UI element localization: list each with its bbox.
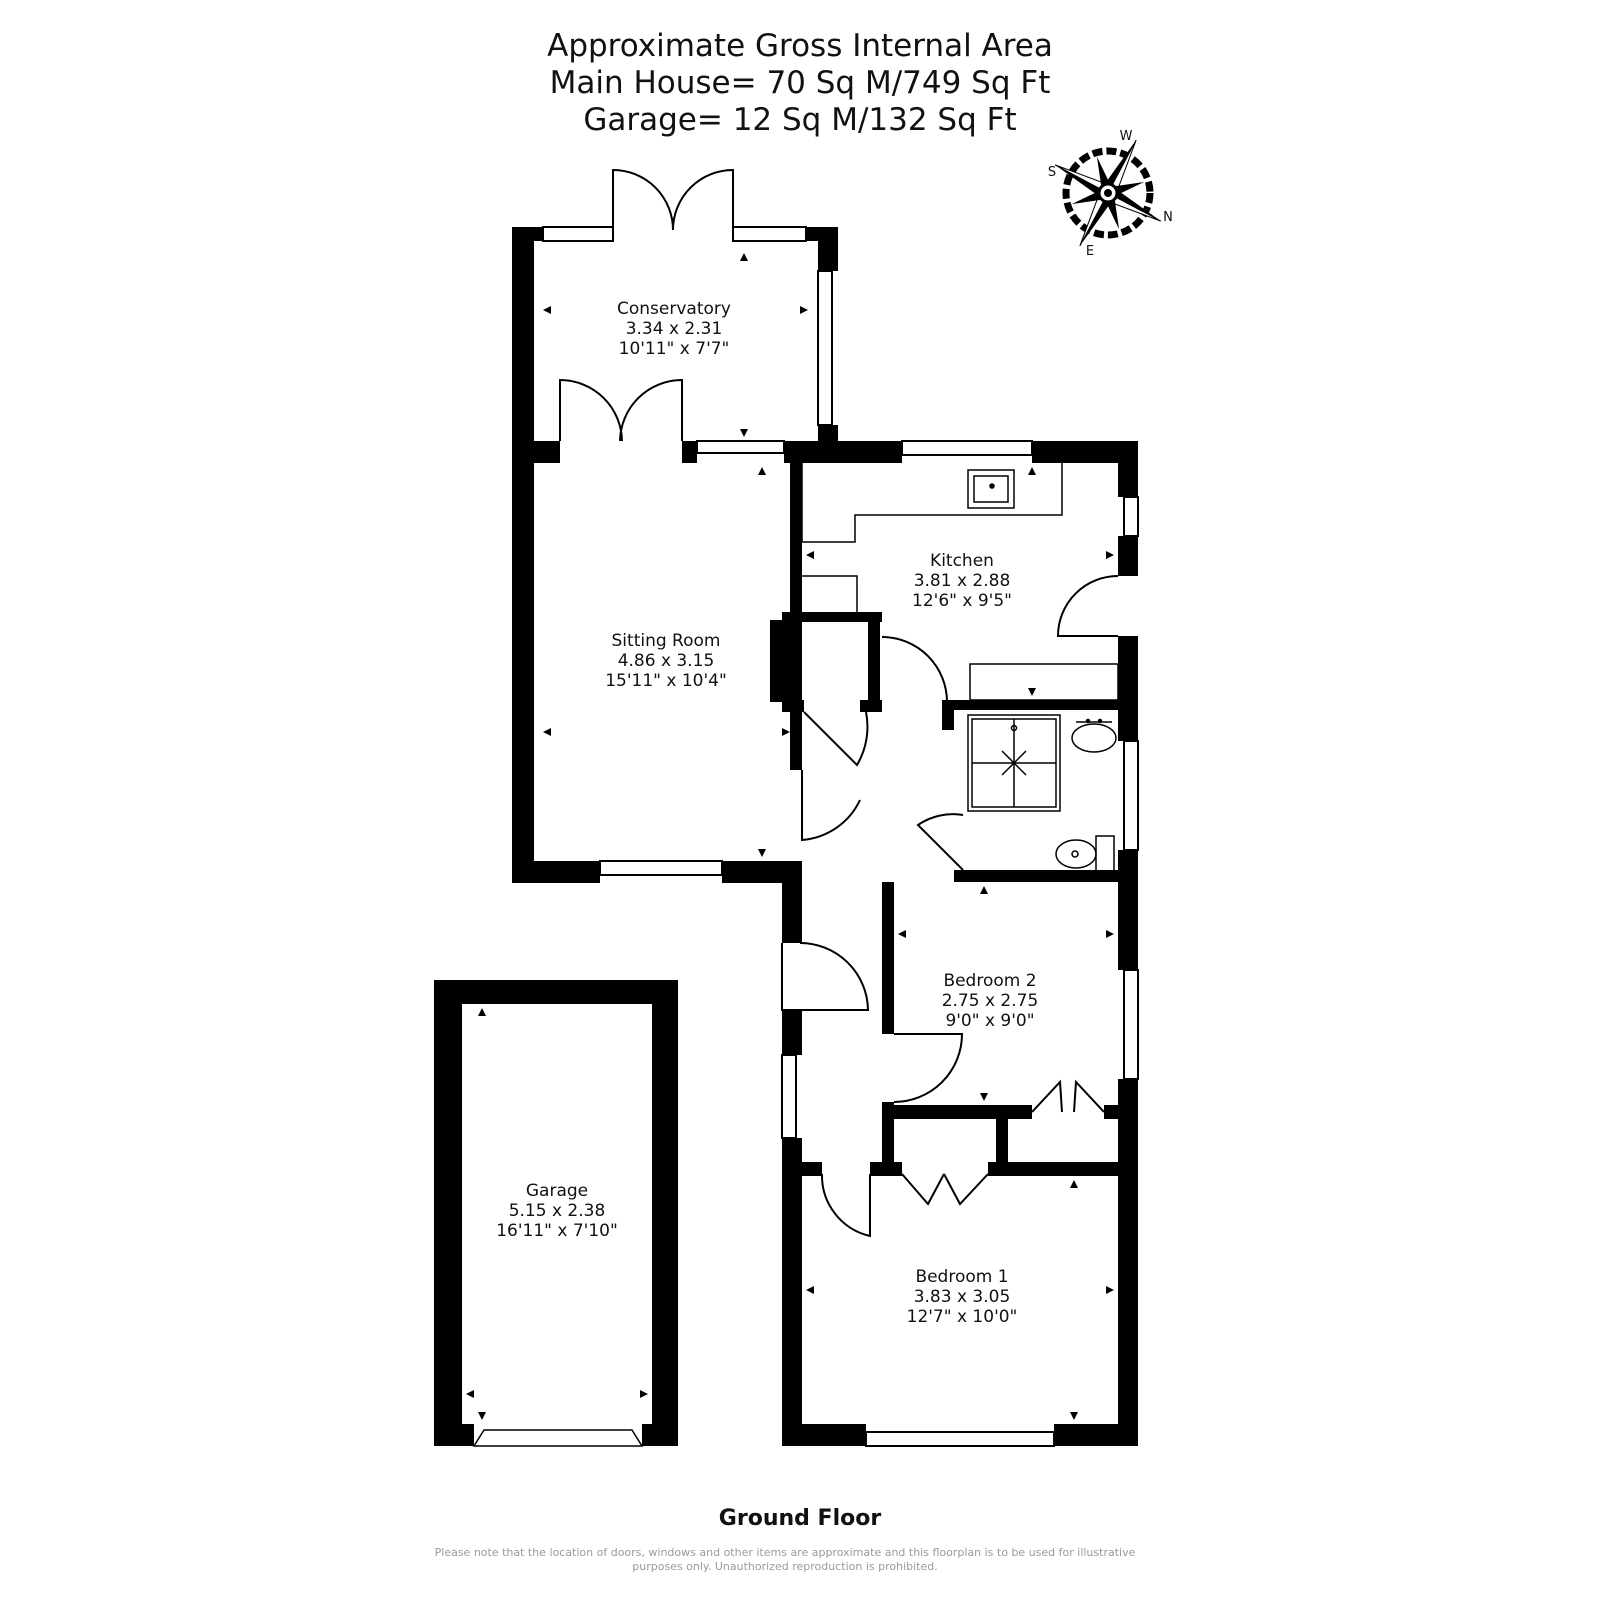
- door-swing: [943, 1173, 989, 1206]
- window: [599, 860, 723, 876]
- disclaimer: Please note that the location of doors, …: [420, 1546, 1150, 1574]
- door-swing: [901, 1173, 945, 1206]
- disclaimer-line-2: purposes only. Unauthorized reproduction…: [632, 1560, 938, 1573]
- window: [865, 1431, 1055, 1447]
- door-swing: [781, 942, 870, 1011]
- conservatory-label: Conservatory 3.34 x 2.31 10'11" x 7'7": [617, 299, 731, 359]
- room-metric: 3.81 x 2.88: [914, 571, 1011, 591]
- door-swing: [1031, 1079, 1063, 1113]
- room-imperial: 10'11" x 7'7": [619, 339, 730, 359]
- door-swing: [820, 1173, 871, 1238]
- compass-west-label: W: [1120, 129, 1133, 144]
- window: [542, 226, 614, 242]
- kitchen-label: Kitchen 3.81 x 2.88 12'6" x 9'5": [912, 551, 1012, 611]
- window: [696, 440, 785, 454]
- compass-rose-icon: [1054, 139, 1162, 247]
- bathroom-fixtures: [967, 714, 1117, 873]
- room-metric: 3.34 x 2.31: [626, 319, 723, 339]
- door-swing: [801, 770, 861, 842]
- door-swing: [559, 378, 623, 442]
- kitchen-counter: [969, 663, 1119, 701]
- door-swing: [672, 168, 734, 241]
- window: [901, 440, 1033, 456]
- bedroom-2-label: Bedroom 2 2.75 x 2.75 9'0" x 9'0": [942, 971, 1039, 1031]
- windows: [542, 226, 1139, 1447]
- compass-south-label: S: [1048, 165, 1056, 180]
- floor-label: Ground Floor: [718, 1506, 882, 1531]
- dimension-markers: [466, 253, 1114, 1420]
- room-name: Sitting Room: [612, 631, 721, 651]
- room-name: Conservatory: [617, 299, 731, 319]
- disclaimer-line-1: Please note that the location of doors, …: [434, 1546, 1136, 1559]
- room-name: Garage: [526, 1181, 588, 1201]
- window: [781, 1054, 797, 1139]
- room-imperial: 9'0" x 9'0": [945, 1011, 1034, 1031]
- kitchen-unit: [802, 575, 858, 612]
- room-name: Bedroom 2: [943, 971, 1036, 991]
- walls: [434, 227, 1138, 1446]
- door-swing: [893, 1033, 964, 1103]
- garage-label: Garage 5.15 x 2.38 16'11" x 7'10": [496, 1181, 618, 1241]
- door-swing: [803, 711, 869, 767]
- compass-north-label: N: [1163, 210, 1173, 225]
- doors: [559, 168, 1119, 1238]
- room-name: Kitchen: [930, 551, 994, 571]
- shower-tray-icon: [967, 714, 1061, 812]
- door-swing: [881, 636, 948, 703]
- room-metric: 5.15 x 2.38: [509, 1201, 606, 1221]
- window: [817, 270, 833, 426]
- room-imperial: 12'6" x 9'5": [912, 591, 1012, 611]
- bedroom-1-label: Bedroom 1 3.83 x 3.05 12'7" x 10'0": [907, 1267, 1018, 1327]
- window: [732, 226, 807, 242]
- room-name: Bedroom 1: [915, 1267, 1008, 1287]
- door-swing: [1073, 1079, 1105, 1113]
- fireplace-icon: [771, 631, 785, 695]
- garage-area: Garage= 12 Sq M/132 Sq Ft: [583, 102, 1017, 138]
- kitchen-fixtures: [771, 463, 1119, 701]
- main-house-area: Main House= 70 Sq M/749 Sq Ft: [549, 65, 1051, 101]
- toilet-icon: [1055, 839, 1097, 869]
- door-swing: [1056, 575, 1119, 637]
- room-labels: Conservatory 3.34 x 2.31 10'11" x 7'7" K…: [496, 299, 1038, 1327]
- door-swing: [619, 378, 683, 442]
- room-metric: 4.86 x 3.15: [618, 651, 715, 671]
- sink-icon: [967, 469, 1015, 509]
- garage-fixtures: [472, 1429, 644, 1447]
- window: [1123, 740, 1139, 851]
- garage-door-icon: [472, 1429, 644, 1447]
- room-imperial: 12'7" x 10'0": [907, 1307, 1018, 1327]
- compass-east-label: E: [1086, 244, 1094, 259]
- window: [1123, 969, 1139, 1080]
- kitchen-worktop: [801, 463, 1063, 543]
- window: [1123, 496, 1139, 537]
- room-imperial: 16'11" x 7'10": [496, 1221, 618, 1241]
- area-title: Approximate Gross Internal Area: [547, 28, 1053, 64]
- washbasin-icon: [1071, 723, 1117, 753]
- door-swing: [612, 168, 674, 241]
- door-swing: [916, 813, 964, 871]
- area-header: Approximate Gross Internal Area Main Hou…: [0, 28, 1600, 139]
- room-imperial: 15'11" x 10'4": [605, 671, 727, 691]
- room-metric: 2.75 x 2.75: [942, 991, 1039, 1011]
- sitting-room-label: Sitting Room 4.86 x 3.15 15'11" x 10'4": [605, 631, 727, 691]
- room-metric: 3.83 x 3.05: [914, 1287, 1011, 1307]
